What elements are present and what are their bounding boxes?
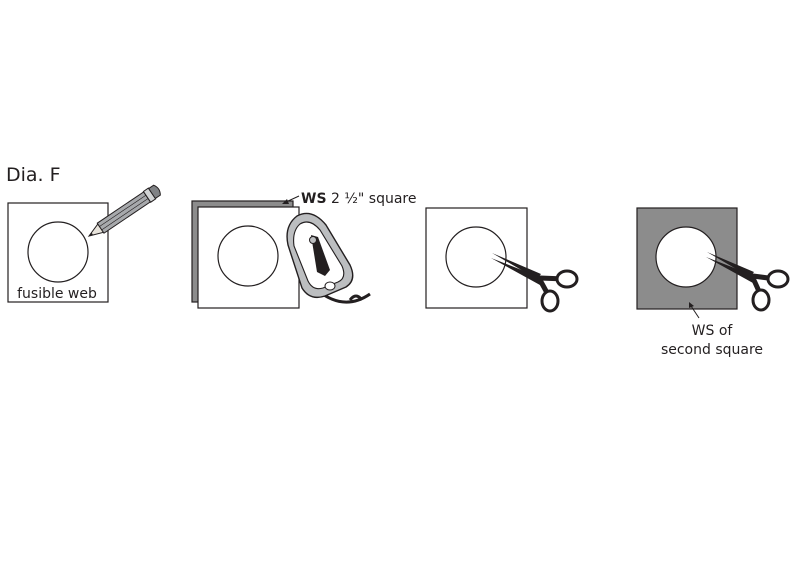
- scissors-icon: [491, 253, 579, 313]
- ws-square-label: WS 2 ½" square: [301, 191, 417, 207]
- step-4-second-square: WS of second square: [636, 207, 790, 358]
- ws-bold: WS: [301, 191, 327, 207]
- cut-circle: [445, 226, 507, 288]
- step-1-fusible-web: fusible web: [7, 184, 161, 303]
- traced-circle: [27, 221, 89, 283]
- ws-size: 2 ½" square: [327, 191, 417, 207]
- ws-second-label-line2: second square: [661, 342, 763, 358]
- ws-second-arrowhead: [689, 302, 694, 308]
- fusible-web-label: fusible web: [17, 286, 97, 302]
- second-circle: [655, 226, 717, 288]
- scissors-icon: [706, 252, 790, 312]
- iron-icon: [286, 212, 371, 304]
- step-3-cut: [425, 207, 579, 313]
- fused-circle: [217, 225, 279, 287]
- step-2-fuse: WS 2 ½" square: [191, 191, 417, 309]
- ws-second-arrow: [690, 305, 700, 319]
- diagram-title: Dia. F: [6, 164, 61, 186]
- ws-arrow: [285, 195, 300, 203]
- pencil-icon: [87, 184, 161, 237]
- ws-second-label-line1: WS of: [692, 323, 734, 339]
- ws-arrowhead: [282, 199, 289, 204]
